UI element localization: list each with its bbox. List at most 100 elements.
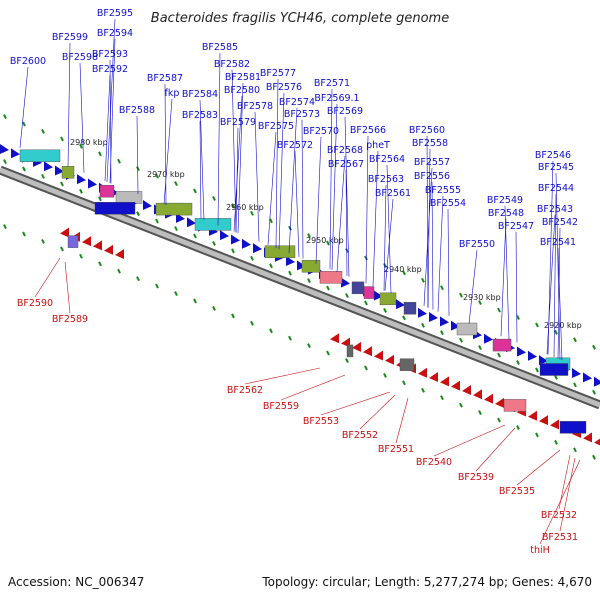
gene-label-forward: BF2594 (97, 28, 133, 39)
tick-mark (573, 337, 577, 343)
tick-mark (60, 181, 64, 187)
leader-line-forward (315, 136, 322, 264)
forward-gene-labels: BF2595BF2594BF2599BF2593BF2598BF2600BF25… (10, 8, 578, 361)
tick-mark (212, 195, 216, 201)
reverse-gene-arrow (82, 236, 91, 247)
forward-gene-arrow (143, 200, 152, 211)
forward-gene-arrow (429, 312, 438, 323)
tick-mark (212, 240, 216, 246)
forward-gene-arrow (418, 307, 427, 318)
forward-gene-arrow (44, 161, 53, 172)
tick-mark (79, 188, 83, 194)
gene-label-forward: BF2545 (538, 162, 574, 173)
gene-label-forward: BF2541 (540, 237, 576, 248)
leader-line-forward (19, 66, 29, 148)
reverse-gene-arrow (473, 389, 482, 400)
gene-label-forward: BF2588 (119, 105, 155, 116)
tick-mark (573, 447, 577, 453)
gene-label-reverse: BF2531 (542, 532, 578, 543)
forward-gene-arrow (539, 355, 548, 366)
gene-label-forward: BF2555 (425, 185, 461, 196)
feature-pink (492, 338, 512, 352)
tick-mark (364, 255, 368, 261)
leader-line-forward (233, 95, 243, 232)
reverse-gene-arrow (528, 410, 537, 421)
leader-line-forward (336, 155, 346, 273)
feature-olive (301, 260, 321, 273)
tick-mark (3, 224, 7, 230)
tick-mark (421, 387, 425, 393)
reverse-gene-arrow (352, 341, 361, 352)
feature-salmon (503, 399, 527, 412)
tick-mark (478, 345, 482, 351)
leader-line-forward (500, 218, 507, 337)
gene-label-forward: BF2600 (10, 56, 46, 67)
leader-line-forward (384, 198, 394, 291)
forward-gene-arrow (594, 376, 600, 387)
tick-mark (535, 432, 539, 438)
tick-mark (345, 358, 349, 363)
forward-gene-arrow (55, 165, 64, 176)
gene-label-forward: BF2557 (414, 157, 450, 168)
gene-label-forward: BF2566 (350, 125, 386, 136)
tick-mark (41, 174, 45, 179)
reverse-gene-arrow (484, 393, 493, 404)
tick-mark (478, 410, 482, 416)
feature-blue (559, 421, 587, 434)
leader-line-forward (437, 195, 444, 312)
leader-line-forward (267, 131, 277, 245)
tick-mark (155, 218, 159, 224)
tick-mark (98, 196, 102, 202)
gene-label-forward: BF2593 (92, 49, 128, 60)
gene-label-forward: BF2580 (224, 85, 260, 96)
tick-mark (250, 210, 254, 216)
tick-mark (155, 173, 159, 179)
gene-label-forward: BF2585 (202, 42, 238, 53)
leader-line-forward (331, 103, 338, 271)
tick-mark (117, 268, 121, 274)
leader-line-reverse (433, 424, 506, 457)
tick-mark (516, 315, 520, 320)
gene-label-forward: BF2595 (97, 8, 133, 19)
leader-line-forward (468, 249, 478, 324)
gene-label-forward: BF2579 (220, 117, 256, 128)
leader-line-reverse (64, 261, 71, 314)
tick-mark (155, 283, 159, 289)
leader-line-forward (301, 119, 304, 259)
genome-summary-text: Topology: circular; Length: 5,277,274 bp… (261, 575, 592, 589)
leader-line-forward (329, 88, 333, 270)
forward-gene-arrow (88, 178, 97, 189)
gene-label-forward: BF2592 (92, 64, 128, 75)
gene-label-reverse: BF2590 (17, 298, 53, 309)
leader-line-forward (426, 135, 429, 308)
tick-mark (459, 402, 463, 408)
reverse-gene-arrow (418, 367, 427, 378)
leader-line-forward (294, 150, 300, 258)
tick-mark (459, 292, 463, 298)
tick-mark (402, 270, 406, 276)
tick-mark (3, 114, 7, 120)
leader-line-forward (217, 52, 221, 226)
gene-label-forward: BF2544 (538, 183, 574, 194)
tick-mark (459, 337, 463, 343)
tick-mark (307, 278, 311, 284)
leader-line-reverse (280, 374, 346, 401)
reverse-gene-arrow (93, 240, 102, 251)
tick-mark (3, 159, 7, 165)
tick-mark (174, 181, 178, 186)
tick-mark (250, 255, 254, 261)
gene-label-forward: BF2568 (327, 145, 363, 156)
tick-mark (383, 372, 387, 378)
leader-line-reverse (244, 367, 321, 385)
gene-label-forward: BF2563 (368, 174, 404, 185)
reverse-gene-labels: BF2590BF2589BF2562BF2559BF2553BF2552BF25… (17, 257, 581, 556)
forward-gene-arrow (451, 320, 460, 331)
tick-mark (136, 166, 140, 172)
forward-gene-arrow (77, 174, 86, 185)
gene-label-forward: fkp (165, 88, 180, 99)
leader-line-forward (557, 227, 561, 359)
feature-olive (264, 245, 296, 258)
reverse-gene-arrow (594, 438, 600, 446)
tick-mark (22, 231, 26, 237)
leader-line-forward (288, 107, 298, 254)
